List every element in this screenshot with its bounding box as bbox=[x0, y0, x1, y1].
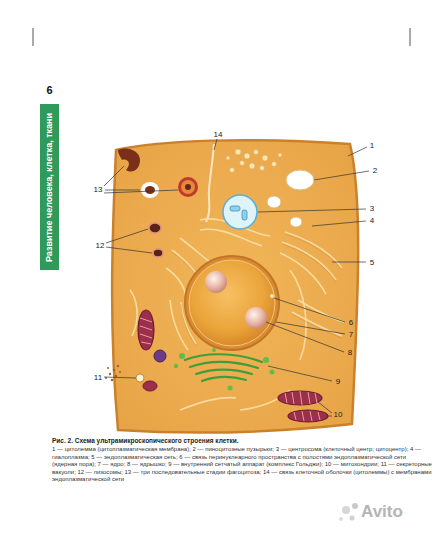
chapter-number: 6 bbox=[40, 83, 59, 97]
callout-number: 8 bbox=[348, 348, 352, 357]
callout-number: 4 bbox=[370, 216, 374, 225]
callout-number: 3 bbox=[370, 204, 374, 213]
chapter-band: 6Развитие человека, клетка, ткани bbox=[40, 78, 59, 270]
callout-number: 11 bbox=[94, 373, 102, 382]
callout-number: 7 bbox=[349, 330, 353, 339]
callout-number: 5 bbox=[370, 258, 374, 267]
callout-number: 12 bbox=[96, 241, 105, 250]
caption-legend-text: 1 — цитолемма (цитоплазматическая мембра… bbox=[52, 446, 432, 484]
callout-number: 2 bbox=[373, 166, 377, 175]
callout-number: 10 bbox=[334, 410, 343, 419]
callout-number: 14 bbox=[214, 130, 223, 139]
chapter-title: Развитие человека, клетка, ткани bbox=[44, 112, 55, 261]
callout-number: 9 bbox=[336, 377, 340, 386]
callout-number: 6 bbox=[349, 318, 353, 327]
figure-caption: Рис. 2. Схема ультрамикроскопического ст… bbox=[52, 437, 432, 445]
callout-number: 1 bbox=[370, 141, 374, 150]
callout-number: 13 bbox=[94, 185, 103, 194]
watermark: Avito bbox=[361, 502, 403, 522]
